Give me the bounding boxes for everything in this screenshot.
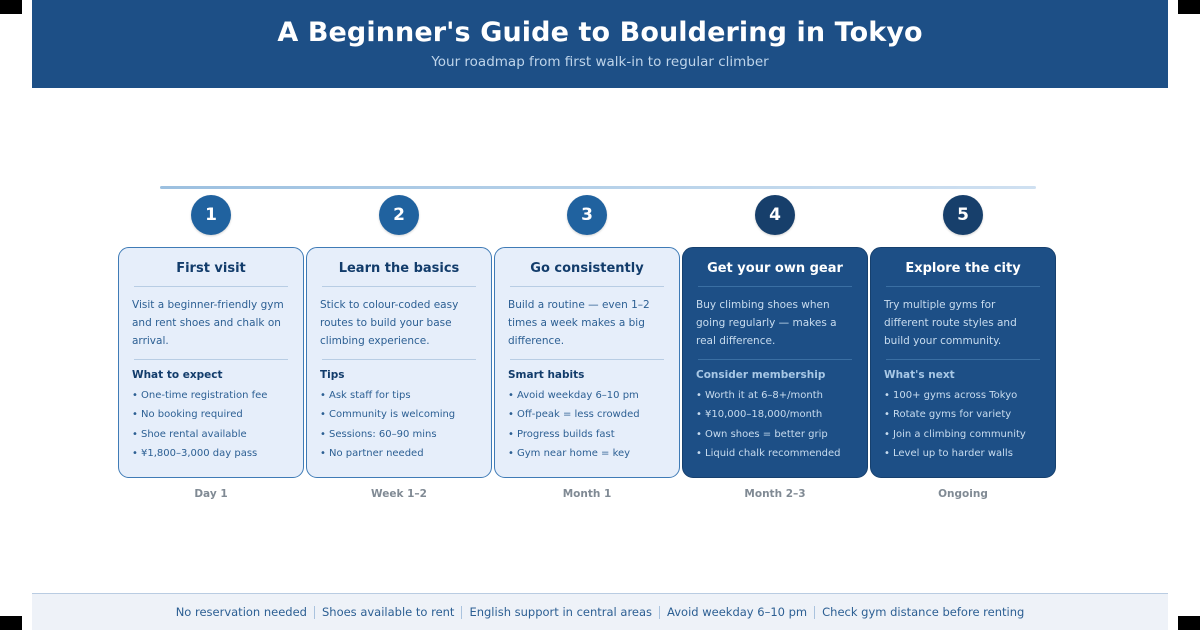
footer-divider — [313, 605, 315, 619]
bullet-item: 100+ gyms across Tokyo — [884, 386, 1042, 406]
bullet-item: Shoe rental available — [132, 425, 290, 445]
step-number-badge: 2 — [379, 195, 419, 235]
bullet-item: Rotate gyms for variety — [884, 405, 1042, 425]
step-number-badge: 4 — [755, 195, 795, 235]
page-title: A Beginner's Guide to Bouldering in Toky… — [277, 17, 923, 49]
bullet-item: Avoid weekday 6–10 pm — [508, 386, 666, 406]
bullet-item: Sessions: 60–90 mins — [320, 425, 478, 445]
footer-fact: No reservation needed — [175, 604, 307, 619]
step-card-description: Build a routine — even 1–2 times a week … — [508, 298, 650, 348]
card-divider-top — [322, 285, 476, 287]
page-subtitle: Your roadmap from first walk-in to regul… — [431, 53, 769, 70]
card-divider-top — [134, 285, 288, 287]
step-card-bullet-list: 100+ gyms across TokyoRotate gyms for va… — [884, 386, 1042, 464]
corner-mark-top-right — [1178, 0, 1200, 14]
corner-mark-bottom-right — [1178, 616, 1200, 630]
step-number-badge: 3 — [567, 195, 607, 235]
card-divider-bottom — [698, 359, 852, 361]
header-banner: A Beginner's Guide to Bouldering in Toky… — [32, 0, 1168, 88]
bullet-item: Worth it at 6–8+/month — [696, 386, 854, 406]
step-card-bullet-list: Ask staff for tipsCommunity is welcoming… — [320, 386, 478, 464]
bullet-item: ¥10,000–18,000/month — [696, 405, 854, 425]
footer-facts-list: No reservation needed Shoes available to … — [169, 604, 1032, 619]
footer-fact: Check gym distance before renting — [822, 604, 1025, 619]
step-number-badge: 1 — [191, 195, 231, 235]
step-card-description: Try multiple gyms for different route st… — [884, 298, 1017, 348]
card-divider-bottom — [886, 359, 1040, 361]
step-card-title: Explore the city — [905, 261, 1021, 276]
step-card-subheading: Consider membership — [696, 369, 826, 382]
bullet-item: Join a climbing community — [884, 425, 1042, 445]
step-card-subheading: What's next — [884, 369, 955, 382]
step-card-title: Learn the basics — [338, 261, 460, 276]
step-card-description: Stick to colour-coded easy routes to bui… — [320, 298, 459, 348]
card-divider-top — [510, 285, 664, 287]
card-divider-bottom — [510, 359, 664, 361]
footer-fact: Shoes available to rent — [321, 604, 455, 619]
bullet-item: Gym near home = key — [508, 444, 666, 464]
footer-divider — [461, 605, 463, 619]
footer-band: No reservation needed Shoes available to … — [32, 593, 1168, 630]
step-timeline-label: Month 2–3 — [744, 488, 806, 500]
card-divider-top — [698, 285, 852, 287]
step-timeline-label: Ongoing — [938, 488, 988, 500]
bullet-item: Off-peak = less crowded — [508, 405, 666, 425]
step-card-bullet-list: Worth it at 6–8+/month¥10,000–18,000/mon… — [696, 386, 854, 464]
card-divider-top — [886, 285, 1040, 287]
bullet-item: Liquid chalk recommended — [696, 444, 854, 464]
footer-fact: Avoid weekday 6–10 pm — [667, 604, 808, 619]
step-card-description: Buy climbing shoes when going regularly … — [696, 298, 837, 348]
step-card-title: First visit — [176, 261, 246, 276]
step-number-badge: 5 — [943, 195, 983, 235]
step-card-bullet-list: One-time registration feeNo booking requ… — [132, 386, 290, 464]
step-card-subheading: Smart habits — [508, 369, 585, 382]
footer-fact: English support in central areas — [469, 604, 653, 619]
bullet-item: ¥1,800–3,000 day pass — [132, 444, 290, 464]
bullet-item: No partner needed — [320, 444, 478, 464]
step-card-subheading: Tips — [320, 369, 345, 382]
card-divider-bottom — [134, 359, 288, 361]
timeline-connector-line — [160, 186, 1036, 189]
step-card-bullet-list: Avoid weekday 6–10 pmOff-peak = less cro… — [508, 386, 666, 464]
step-card-subheading: What to expect — [132, 369, 223, 382]
footer-divider — [659, 605, 661, 619]
bullet-item: Level up to harder walls — [884, 444, 1042, 464]
step-timeline-label: Week 1–2 — [371, 488, 427, 500]
corner-mark-bottom-left — [0, 616, 22, 630]
step-card-title: Get your own gear — [707, 261, 843, 276]
bullet-item: No booking required — [132, 405, 290, 425]
corner-mark-top-left — [0, 0, 22, 14]
step-timeline-label: Day 1 — [194, 488, 228, 500]
bullet-item: Ask staff for tips — [320, 386, 478, 406]
bullet-item: Own shoes = better grip — [696, 425, 854, 445]
step-card-description: Visit a beginner-friendly gym and rent s… — [132, 298, 284, 348]
step-timeline-label: Month 1 — [562, 488, 612, 500]
bullet-item: Progress builds fast — [508, 425, 666, 445]
bullet-item: One-time registration fee — [132, 386, 290, 406]
bullet-item: Community is welcoming — [320, 405, 478, 425]
footer-divider — [814, 605, 816, 619]
card-divider-bottom — [322, 359, 476, 361]
step-card-title: Go consistently — [530, 261, 644, 276]
